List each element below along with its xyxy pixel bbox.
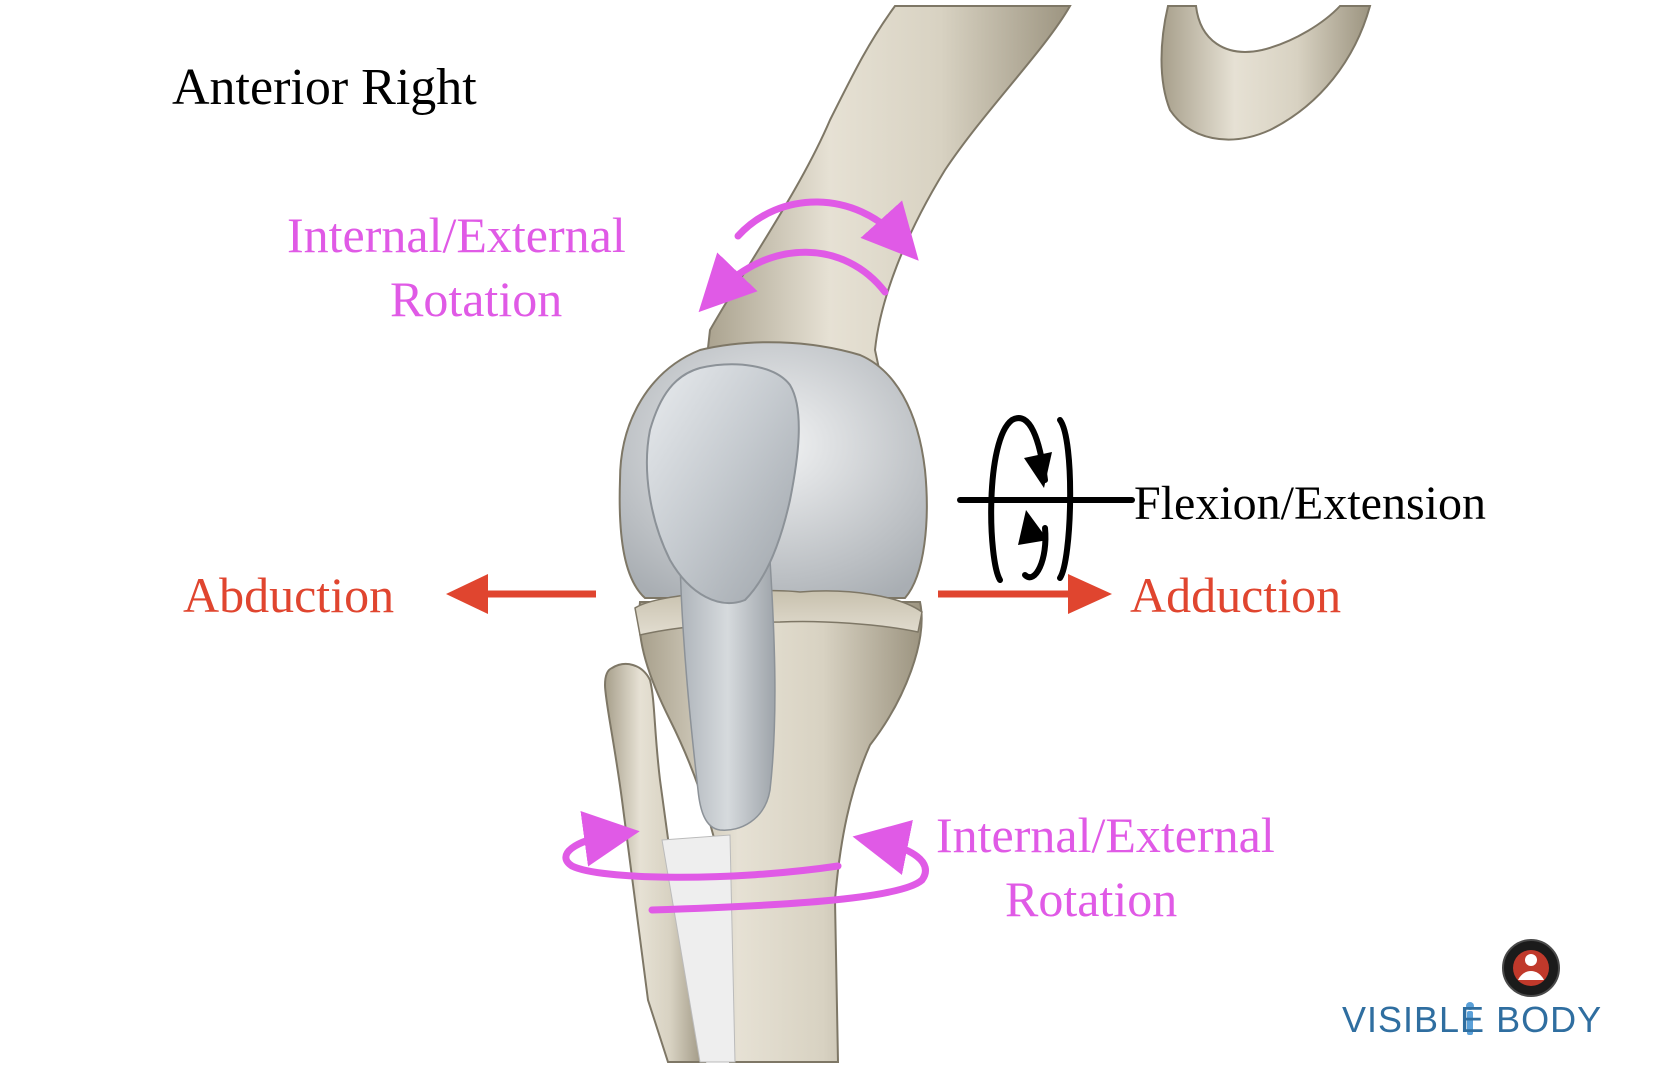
abduction-label: Abduction <box>183 567 395 623</box>
circular-rotation-arrow-icon <box>562 811 929 914</box>
flexion-arrowheads <box>1018 452 1052 545</box>
flexion-extension-label: Flexion/Extension <box>1134 477 1486 530</box>
view-title: Anterior Right <box>172 59 477 116</box>
arrow-left-icon <box>446 574 596 614</box>
pelvis-fragment <box>1160 5 1372 141</box>
adduction-label: Adduction <box>1130 567 1342 623</box>
fibula <box>603 663 707 1063</box>
upper-rotation-label-line2: Rotation <box>390 271 563 327</box>
lower-rotation-label-line1: Internal/External <box>936 807 1275 863</box>
patellar-tendon <box>679 559 776 831</box>
patella <box>645 363 800 605</box>
brand-name: VISIBLE BODY <box>1342 999 1603 1040</box>
lower-rotation-label-line2: Rotation <box>1005 871 1178 927</box>
arrow-right-icon <box>938 574 1112 614</box>
interosseous-membrane <box>661 834 736 1063</box>
rotation-axis-icon <box>957 415 1135 583</box>
curved-double-arrow-icon <box>698 198 919 313</box>
upper-rotation-label-line1: Internal/External <box>287 207 626 263</box>
body-figure-icon <box>1466 1002 1474 1035</box>
visible-body-logo-icon <box>1502 939 1560 997</box>
